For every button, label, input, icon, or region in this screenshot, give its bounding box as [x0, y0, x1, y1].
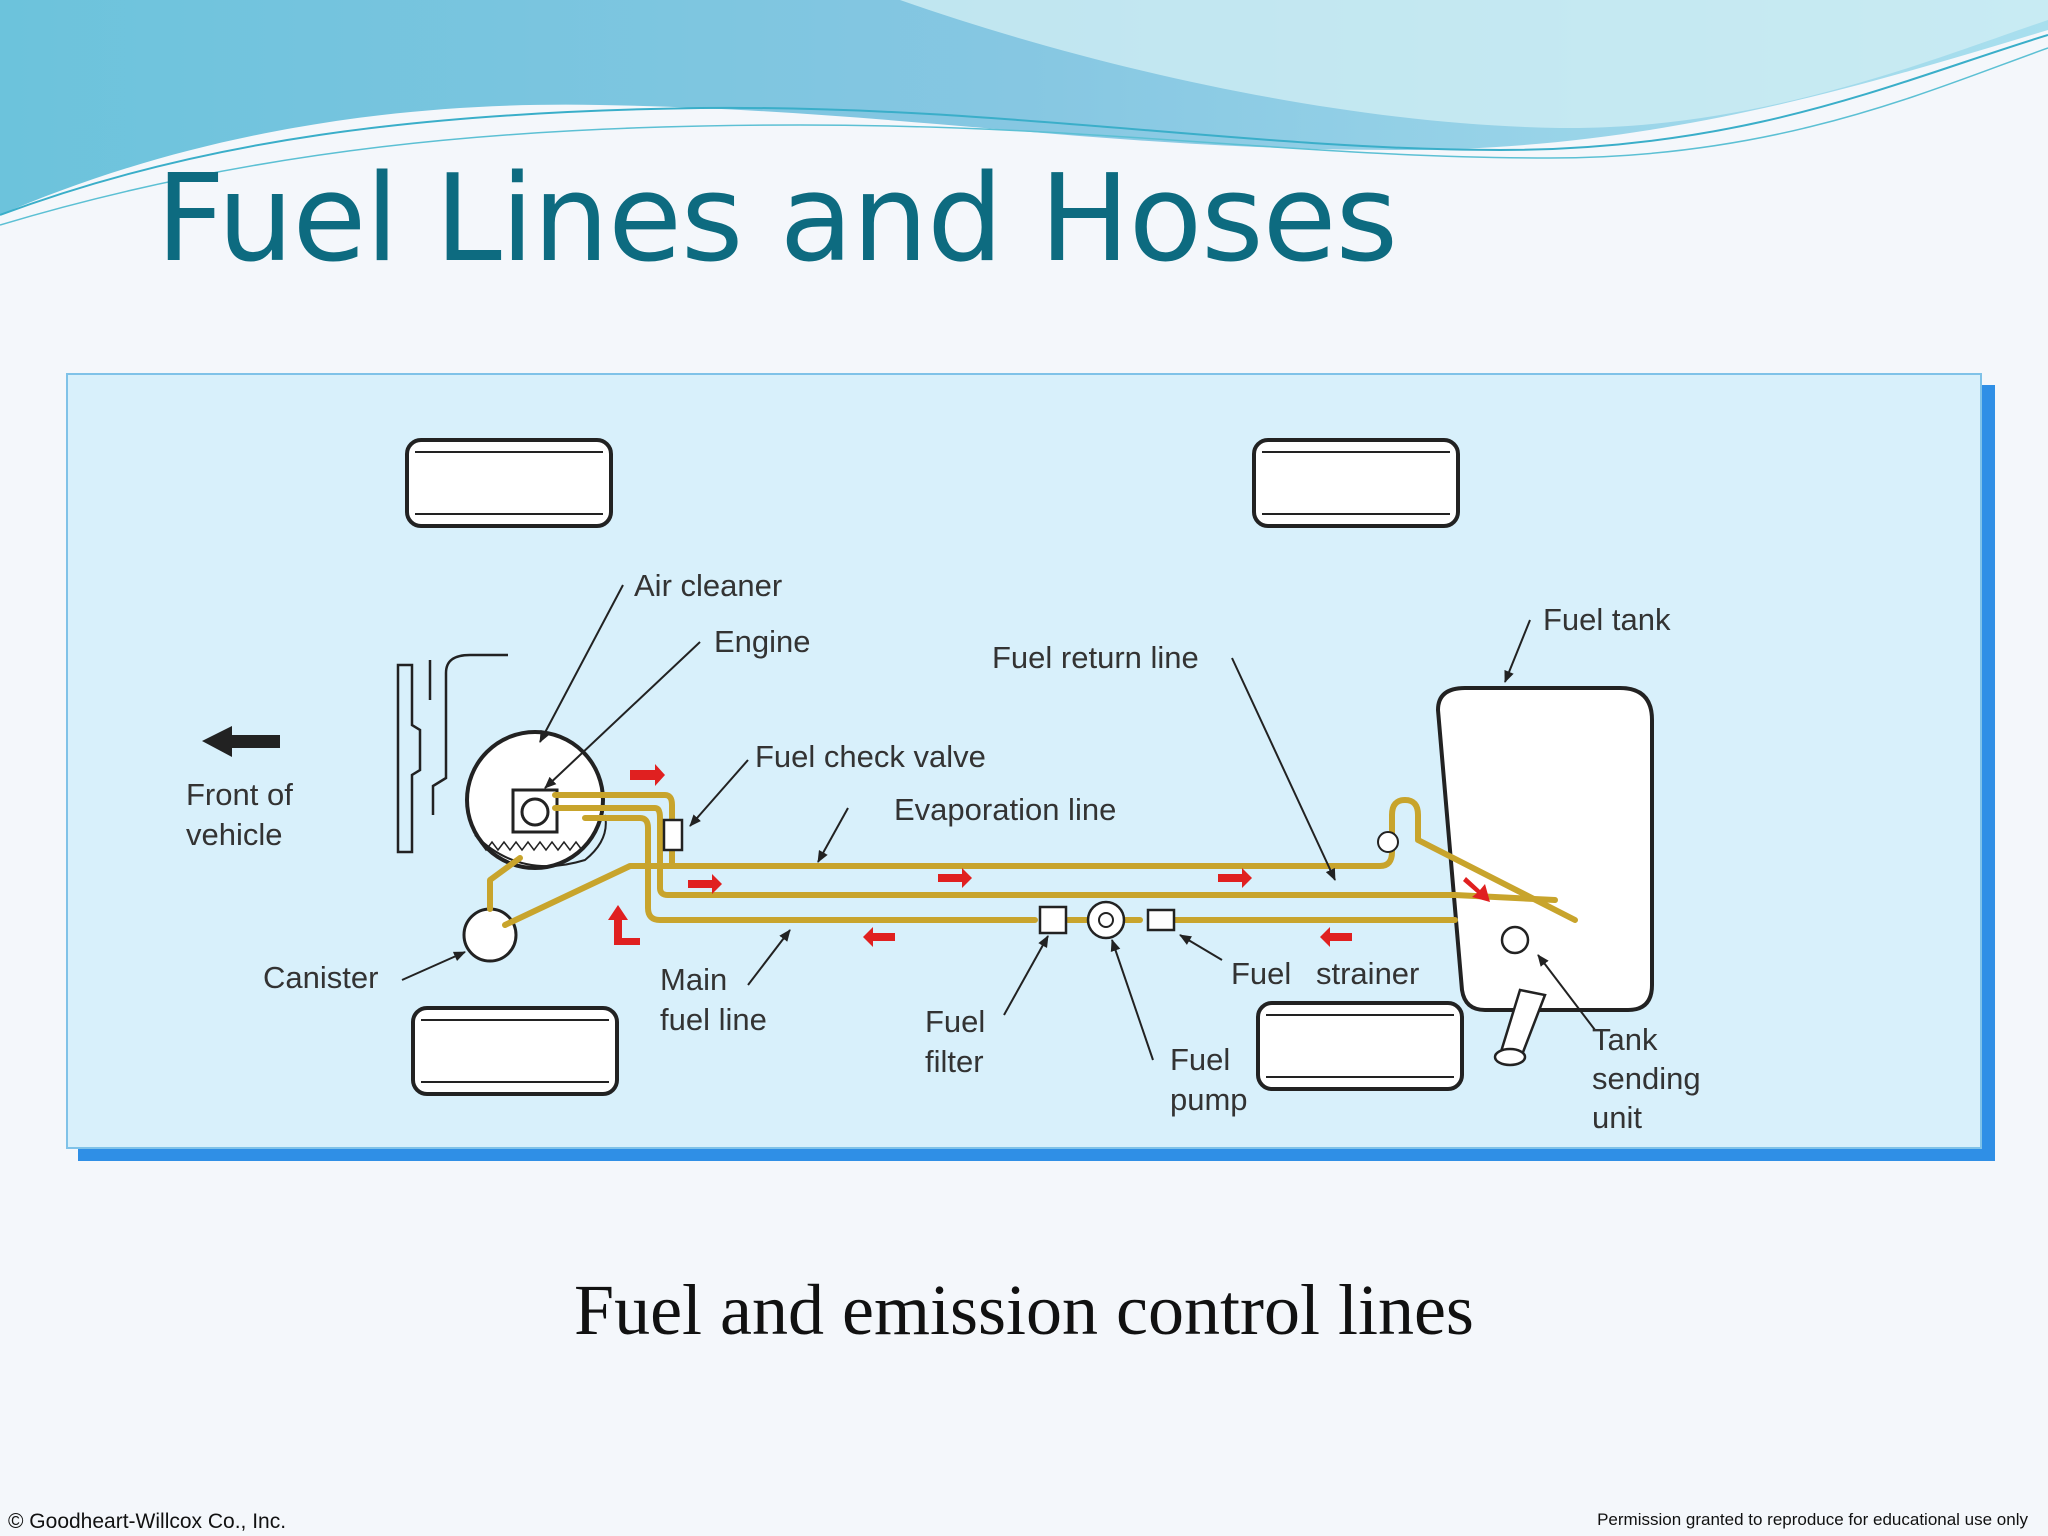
wheel-front-top [405, 438, 613, 528]
evaporation-line-label: Evaporation line [894, 792, 1116, 827]
main-fuel-line-label-2: fuel line [660, 1002, 767, 1037]
fuel-lines [487, 792, 1578, 928]
tank-sending-unit-label-2: sending [1592, 1061, 1701, 1096]
fuel-return-line-label: Fuel return line [992, 640, 1199, 675]
slide-title: Fuel Lines and Hoses [156, 150, 1398, 289]
front-of-vehicle-label-2: vehicle [186, 817, 283, 852]
leader-lines [401, 584, 1596, 1061]
fuel-strainer-label-2: strainer [1316, 956, 1419, 991]
air-cleaner-label: Air cleaner [634, 568, 782, 603]
front-of-vehicle-label-1: Front of [186, 777, 293, 812]
tank-sending-unit-label-3: unit [1592, 1100, 1642, 1135]
copyright-notice: © Goodheart-Willcox Co., Inc. [8, 1510, 287, 1533]
engine-assembly [465, 730, 607, 870]
fuel-pump-label-2: pump [1170, 1082, 1248, 1117]
fuel-filter-part [1038, 905, 1068, 935]
fuel-check-valve-label: Fuel check valve [755, 739, 986, 774]
fuel-strainer-label-1: Fuel [1231, 956, 1291, 991]
wheel-rear-bottom [1256, 1001, 1464, 1091]
engine-label: Engine [714, 624, 811, 659]
figure-caption: Fuel and emission control lines [574, 1270, 1474, 1350]
fuel-filter-label-1: Fuel [925, 1004, 985, 1039]
canister-label: Canister [263, 960, 378, 995]
tank-sending-unit-part [1493, 925, 1547, 1067]
wheel-front-bottom [411, 1006, 619, 1096]
fuel-tank-label: Fuel tank [1543, 602, 1671, 637]
fuel-strainer-part [1146, 908, 1176, 932]
fuel-pump-part [1086, 900, 1126, 940]
fuel-check-valve-part [662, 818, 684, 852]
fuel-filter-label-2: filter [925, 1044, 984, 1079]
tank-sending-unit-label-1: Tank [1592, 1022, 1658, 1057]
permission-notice: Permission granted to reproduce for educ… [1597, 1510, 2028, 1529]
fuel-tank [1435, 686, 1654, 1012]
radiator-fan [396, 653, 508, 854]
canister-part [462, 907, 518, 963]
front-of-vehicle-arrow-icon [202, 726, 280, 757]
header-wave-decoration [0, 0, 2048, 226]
evap-pipe-end [1377, 831, 1399, 853]
fuel-pump-label-1: Fuel [1170, 1042, 1230, 1077]
figure-panel [66, 373, 1982, 1149]
wheel-rear-top [1252, 438, 1460, 528]
flow-arrows [608, 764, 1490, 947]
main-fuel-line-label-1: Main [660, 962, 727, 997]
